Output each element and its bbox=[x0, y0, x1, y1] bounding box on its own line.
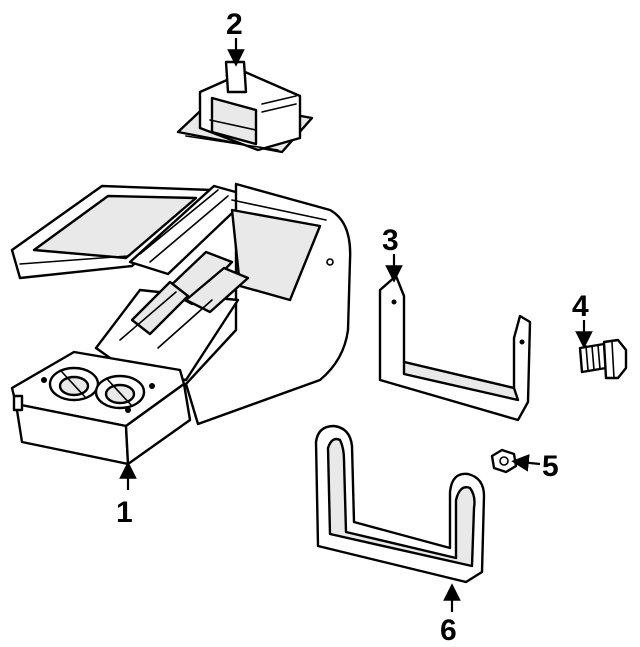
callout-5: 5 bbox=[542, 450, 559, 483]
part-1-console bbox=[10, 182, 352, 466]
callout-3: 3 bbox=[382, 224, 399, 257]
callout-6: 6 bbox=[440, 614, 457, 647]
part-2-bracket bbox=[176, 60, 314, 154]
part-5-nut bbox=[490, 448, 518, 474]
callout-4: 4 bbox=[572, 290, 589, 323]
leader-5 bbox=[511, 454, 541, 472]
callout-2: 2 bbox=[226, 8, 243, 41]
part-3-u-bracket bbox=[378, 274, 532, 422]
part-6-u-bracket bbox=[314, 424, 486, 584]
callout-1: 1 bbox=[116, 496, 133, 529]
part-4-bolt bbox=[578, 338, 628, 380]
